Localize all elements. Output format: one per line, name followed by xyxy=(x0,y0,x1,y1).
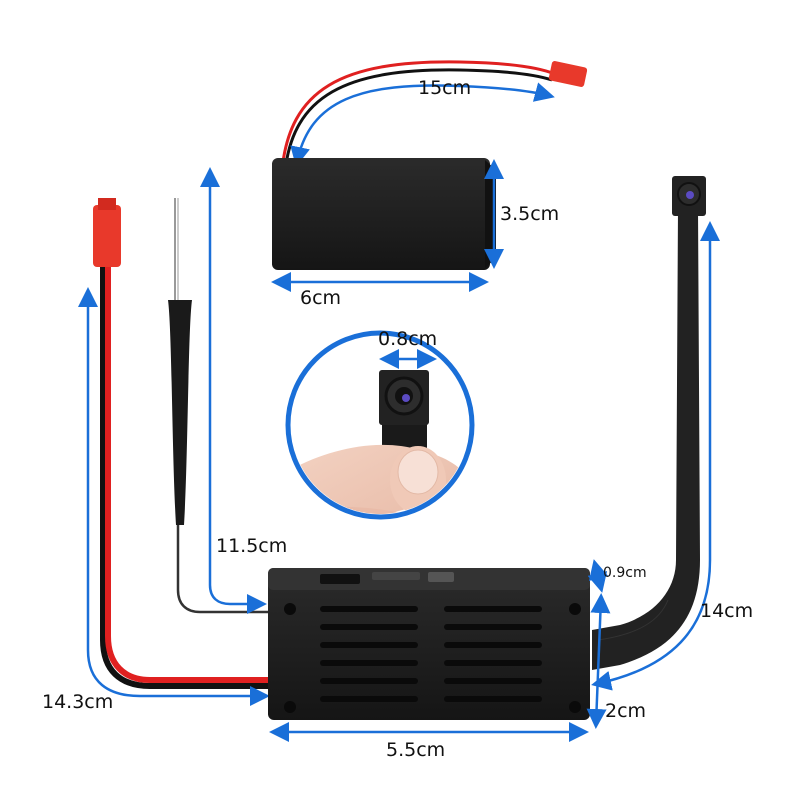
power-cable-length-label: 14.3cm xyxy=(42,691,114,713)
battery-wire-length-label: 15cm xyxy=(418,77,472,99)
board-width-label: 5.5cm xyxy=(386,739,446,761)
lens-offset-arrow xyxy=(587,559,609,593)
flex-cable-lens xyxy=(592,176,706,670)
lens-offset-label: 0.9cm xyxy=(603,565,647,581)
antenna-length-label: 11.5cm xyxy=(216,535,288,557)
power-cable-dimension-arrow xyxy=(78,287,270,706)
antenna xyxy=(168,198,268,614)
battery-height-label: 3.5cm xyxy=(500,203,560,225)
main-board xyxy=(268,568,590,720)
board-height-arrow xyxy=(586,593,611,729)
board-height-label: 2cm xyxy=(605,700,647,722)
flex-cable-length-label: 14cm xyxy=(700,600,754,622)
antenna-dimension-arrow xyxy=(200,167,267,614)
battery-width-label: 6cm xyxy=(300,287,342,309)
flex-cable-dimension-arrow xyxy=(591,221,720,691)
battery-pack xyxy=(272,158,490,270)
battery-wire-dimension-arrow xyxy=(290,82,555,167)
lens-closeup-inset xyxy=(285,330,475,520)
lens-width-label: 0.8cm xyxy=(378,328,438,350)
